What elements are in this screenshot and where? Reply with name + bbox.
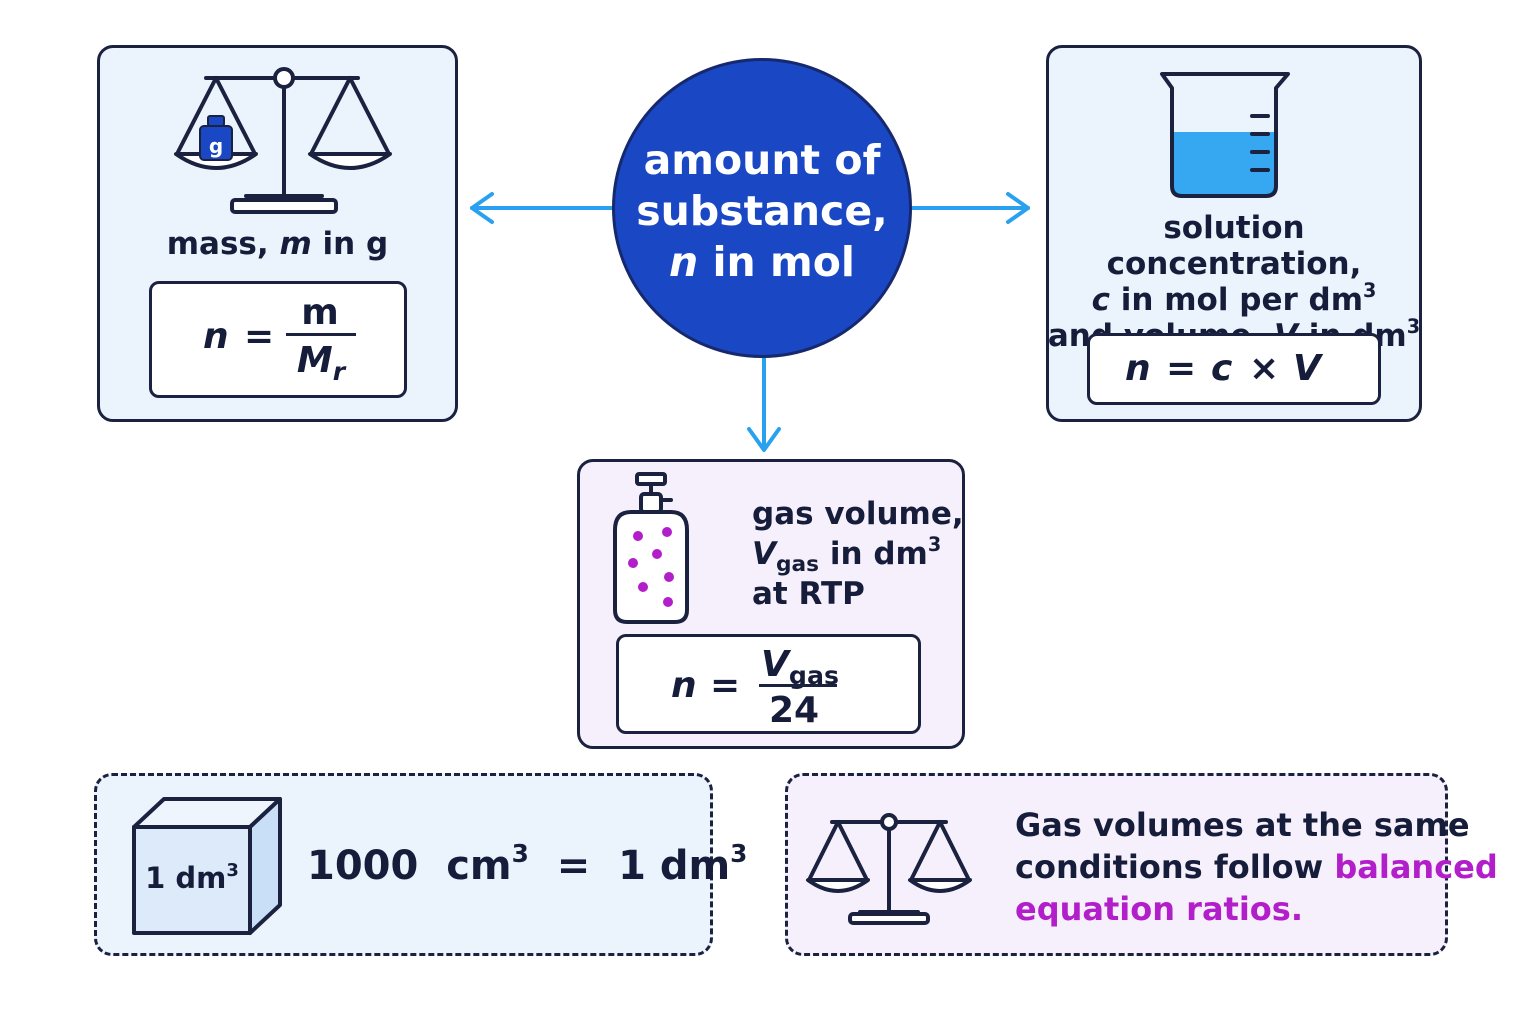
note-line-1: Gas volumes at the same [1015, 806, 1470, 844]
mass-formula-box [149, 281, 407, 398]
solution-formula-op: × [1249, 348, 1280, 389]
mass-formula-lhs: n [203, 316, 229, 357]
gas-formula-numerator: Vgas [761, 644, 839, 691]
gas-formula-lhs: n [671, 665, 697, 706]
center-circle [612, 58, 912, 358]
solution-formula-a: c [1211, 348, 1233, 389]
cube-icon [132, 797, 282, 935]
note-line-3: equation ratios. [1015, 890, 1303, 928]
solution-formula-eq: = [1166, 348, 1197, 389]
center-line-3: n in mol [669, 238, 855, 286]
solution-line-1: solution concentration, [1106, 210, 1362, 282]
solution-formula-b: V [1293, 348, 1321, 389]
balance-scale-icon [806, 813, 972, 925]
mass-formula-eq: = [244, 316, 275, 357]
gas-formula-eq: = [710, 665, 741, 706]
solution-formula-box [1087, 333, 1381, 405]
gas-formula-denominator: 24 [768, 690, 820, 731]
gas-line-2: Vgas in dm3 [752, 532, 942, 578]
mass-formula-numerator: m [301, 292, 339, 333]
solution-line-2: c in mol per dm3 [1091, 278, 1377, 318]
note-line-2: conditions follow balanced [1015, 848, 1498, 886]
gas-fraction-bar [759, 684, 837, 687]
conversion-equation: 1000 cm3 = 1 dm3 [307, 839, 748, 889]
center-line-1: amount of [643, 136, 881, 184]
solution-formula-lhs: n [1125, 348, 1151, 389]
gas-label: gas volume, Vgas in dm3 at RTP [752, 494, 964, 614]
note-text: Gas volumes at the same conditions follo… [1015, 804, 1498, 930]
balance-scale-icon: g [174, 67, 392, 214]
center-line-2: substance, [636, 187, 888, 235]
center-title: amount of substance, n in mol [612, 135, 912, 288]
note-panel [785, 773, 1448, 956]
cube-label: 1 dm3 [145, 859, 239, 895]
weight-label: g [209, 134, 223, 158]
gas-line-1: gas volume, [752, 496, 964, 532]
gas-cylinder-icon [613, 472, 689, 624]
mass-formula-denominator: Mr [296, 340, 346, 387]
mass-fraction-bar [286, 333, 356, 336]
beaker-icon [1160, 72, 1290, 198]
mass-label: mass, m in g [166, 226, 389, 262]
gas-line-3: at RTP [752, 576, 865, 612]
